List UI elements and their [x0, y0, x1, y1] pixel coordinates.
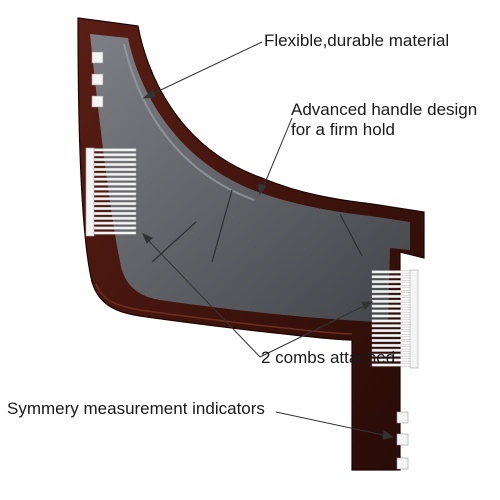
comb-tooth	[93, 211, 137, 215]
comb-tooth	[371, 324, 411, 328]
leader-line-symmetry	[275, 411, 389, 437]
comb-tooth	[93, 231, 137, 235]
comb-tooth	[371, 290, 411, 293]
callout-combs-attached: 2 combs attached	[261, 348, 396, 367]
leader-line-flexible	[147, 41, 263, 97]
comb-tooth	[93, 182, 137, 186]
leader-line-comb-right	[259, 303, 369, 358]
comb-tooth	[371, 353, 411, 357]
callout-handle-design: Advanced handle design for a firm hold	[291, 100, 477, 140]
comb-tooth	[93, 207, 137, 211]
comb-tooth	[93, 202, 137, 206]
comb-tooth	[93, 172, 137, 176]
comb-tooth	[371, 275, 411, 279]
callout-symmetry-indicators: Symmery measurement indicators	[7, 399, 265, 418]
comb-tooth	[371, 339, 411, 342]
comb-tooth	[93, 163, 137, 167]
comb-tooth	[371, 358, 411, 362]
comb-spine	[409, 269, 419, 369]
comb-tooth	[371, 285, 411, 289]
comb-tooth	[371, 363, 411, 367]
comb-tooth	[93, 226, 137, 230]
arrowhead-icon	[142, 233, 153, 244]
comb-tooth	[93, 221, 137, 225]
callout-flexible-material: Flexible,durable material	[264, 31, 450, 50]
comb-tooth	[93, 187, 137, 191]
tool-glass-panel	[90, 34, 410, 322]
comb-tooth	[371, 304, 411, 308]
comb-tooth	[93, 216, 137, 220]
comb-tooth	[371, 294, 411, 298]
callout-handle-line-1: Advanced handle design	[291, 100, 478, 119]
comb-tooth	[93, 197, 137, 201]
comb-tooth	[371, 309, 411, 313]
comb-tooth	[371, 334, 411, 338]
glass-highlight	[123, 43, 255, 201]
comb-tooth	[371, 270, 411, 274]
comb-tooth	[371, 280, 411, 284]
glass-facet-line	[339, 213, 363, 257]
arrowhead-icon	[382, 430, 395, 440]
comb-right	[371, 269, 419, 369]
indicator-square	[396, 433, 409, 446]
comb-tooth	[93, 192, 137, 196]
comb-tooth	[371, 348, 411, 352]
comb-tooth	[371, 314, 411, 318]
comb-tooth	[371, 329, 411, 333]
arrowhead-icon	[257, 183, 267, 196]
leader-lines	[142, 41, 395, 440]
indicator-square	[91, 95, 104, 108]
comb-tooth	[371, 343, 411, 347]
leader-line-comb-left	[145, 237, 261, 358]
callout-handle-line-2: for a firm hold	[291, 120, 395, 139]
indicator-squares-bottom-right	[396, 411, 409, 470]
glass-facet-line	[151, 221, 197, 263]
comb-tooth	[93, 148, 137, 152]
indicator-square	[396, 457, 409, 470]
comb-tooth	[93, 158, 137, 162]
frame-edge-highlight	[95, 283, 353, 335]
glass-facet-line	[211, 189, 233, 263]
comb-left	[85, 147, 137, 237]
arrowhead-icon	[361, 301, 374, 310]
comb-tooth	[371, 319, 411, 323]
leader-line-handle	[261, 117, 293, 191]
arrowhead-icon	[142, 89, 156, 99]
indicator-square	[396, 411, 409, 424]
comb-tooth	[93, 153, 137, 157]
indicator-squares-top-left	[91, 51, 104, 108]
indicator-square	[91, 51, 104, 64]
indicator-square	[91, 73, 104, 86]
comb-tooth	[371, 299, 411, 303]
comb-tooth	[93, 177, 137, 181]
comb-spine	[85, 147, 95, 237]
comb-tooth	[93, 167, 137, 171]
